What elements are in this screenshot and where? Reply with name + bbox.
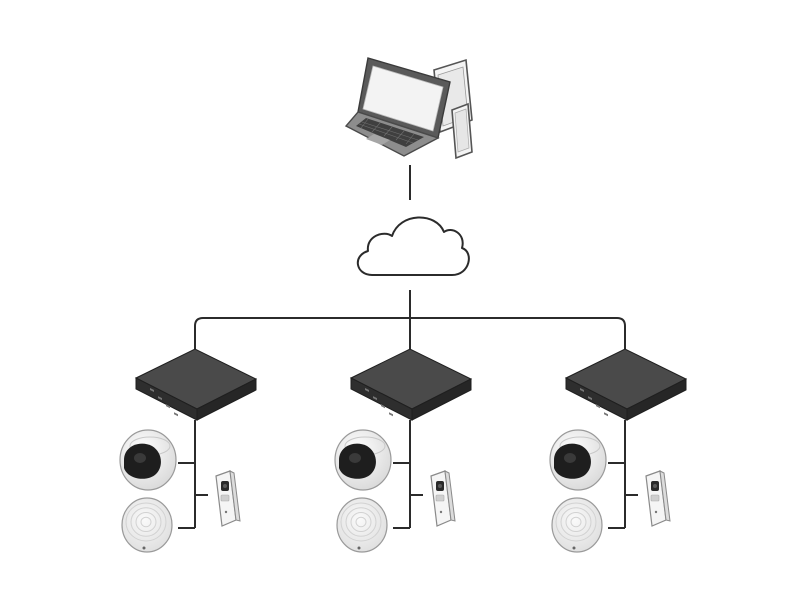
client-devices (344, 57, 473, 160)
cloud-icon (357, 216, 470, 276)
site-group (549, 336, 688, 553)
site-group (119, 336, 258, 553)
speaker-icon (551, 497, 603, 553)
door-station-icon (215, 470, 241, 527)
network-recorder-icon (349, 348, 473, 421)
site-group (334, 336, 473, 553)
network-backbone (194, 290, 626, 338)
laptop-icon (344, 57, 451, 157)
speaker-icon (336, 497, 388, 553)
network-recorder-icon (134, 348, 258, 421)
dome-camera-icon (119, 429, 177, 491)
smartphone-icon (451, 102, 473, 160)
door-station-icon (645, 470, 671, 527)
speaker-icon (121, 497, 173, 553)
dome-camera-icon (549, 429, 607, 491)
door-station-icon (430, 470, 456, 527)
dome-camera-icon (334, 429, 392, 491)
network-recorder-icon (564, 348, 688, 421)
